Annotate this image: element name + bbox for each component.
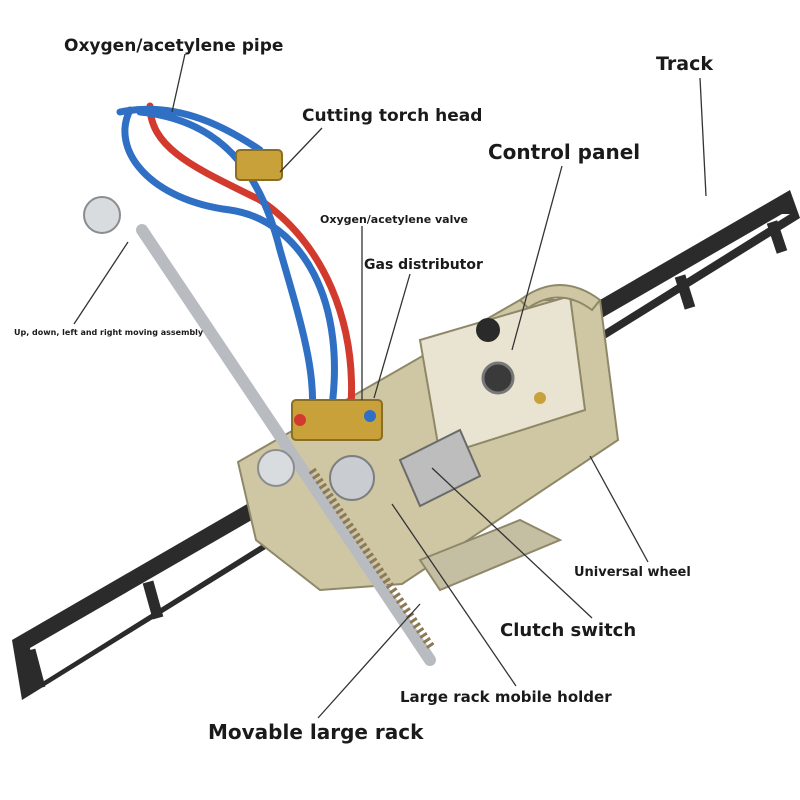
lower-adjust-knob <box>257 449 295 487</box>
leader-holder <box>391 503 517 687</box>
label-control-panel: Control panel <box>488 140 641 164</box>
leader-rack <box>317 603 421 719</box>
rack-mobile-holder <box>329 455 375 501</box>
hose-blue-2 <box>136 108 317 434</box>
leader-panel <box>511 165 563 351</box>
carry-handle <box>518 284 602 312</box>
label-track: Track <box>656 53 713 75</box>
hose-blue-3 <box>116 105 264 154</box>
label-oxygen-acetylene-valve: Oxygen/acetylene valve <box>320 213 468 226</box>
hose-blue <box>121 106 338 424</box>
wheel-housing <box>418 518 563 592</box>
label-universal-wheel: Universal wheel <box>574 565 691 580</box>
leader-assembly <box>73 241 129 325</box>
label-oxygen-acetylene-pipe: Oxygen/acetylene pipe <box>64 36 284 56</box>
panel-indicator <box>534 392 546 404</box>
gas-distributor-block <box>291 399 383 441</box>
gas-hoses <box>116 102 356 434</box>
track-rung <box>766 220 788 254</box>
track-rung <box>142 580 164 620</box>
cutting-torch-head <box>235 149 283 181</box>
hose-red <box>146 102 356 424</box>
panel-knob-top <box>476 318 500 342</box>
label-movable-large-rack: Movable large rack <box>208 720 424 744</box>
torch-and-distributor <box>235 149 383 441</box>
track-rung <box>24 648 46 690</box>
callout-lines <box>73 53 707 719</box>
leader-clutch <box>431 467 593 619</box>
label-moving-assembly: Up, down, left and right moving assembly <box>14 328 204 337</box>
label-cutting-torch-head: Cutting torch head <box>302 106 483 126</box>
leader-torch <box>279 127 323 173</box>
leader-pipe <box>171 53 186 113</box>
leader-wheel <box>589 455 649 563</box>
valve-red <box>294 414 306 426</box>
leader-distributor <box>373 273 411 399</box>
label-gas-distributor: Gas distributor <box>364 257 483 273</box>
upper-adjust-knob <box>83 196 121 234</box>
rack-assembly <box>83 196 436 666</box>
clutch-plate <box>398 428 482 508</box>
panel-knob-speed <box>481 361 515 395</box>
label-large-rack-mobile-holder: Large rack mobile holder <box>400 688 612 706</box>
valve-blue <box>364 410 376 422</box>
leader-track <box>699 77 707 197</box>
label-clutch-switch: Clutch switch <box>500 620 637 641</box>
movable-large-rack <box>136 224 436 666</box>
track-rung <box>674 274 696 310</box>
